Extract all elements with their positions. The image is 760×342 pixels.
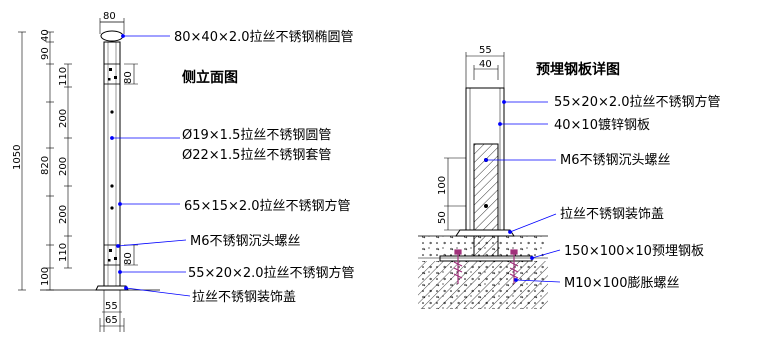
base-cover (95, 285, 129, 291)
callout-flat-tube: 65×15×2.0拉丝不锈钢方管 (184, 198, 351, 214)
callout-cover-left: 拉丝不锈钢装饰盖 (192, 290, 296, 305)
dim-label-55: 55 (105, 301, 118, 312)
dim-chain-inner (46, 31, 54, 291)
dim-bottom-widths (99, 290, 125, 332)
dim-right-100: 100 (437, 176, 448, 195)
dim-label-110-bottom: 110 (58, 243, 69, 262)
right-view-title: 预埋钢板详图 (536, 61, 620, 78)
right-detail-view: 55 40 预埋钢板详图 100 50 (418, 45, 721, 309)
dim-label-200-b: 200 (58, 157, 69, 176)
expansion-bolts (453, 249, 519, 284)
dim-label-65: 65 (105, 315, 118, 326)
left-elevation-view: 80 80 (12, 11, 355, 332)
dim-bracket-top: 80 (123, 63, 138, 85)
dim-label-820: 820 (40, 156, 51, 175)
dim-label-80-top: 80 (103, 11, 116, 22)
dim-label-80-bracket-bottom: 80 (123, 252, 134, 265)
top-bracket (103, 63, 121, 85)
dim-label-1050: 1050 (12, 145, 23, 170)
callout-galv-plate: 40×10镀锌钢板 (554, 117, 650, 133)
dim-chain-mid (64, 63, 72, 269)
callout-embed-plate: 150×100×10预埋钢板 (564, 244, 704, 259)
dim-right-50: 50 (437, 211, 448, 224)
dim-right-55: 55 (479, 45, 492, 56)
embedded-plate (439, 255, 533, 262)
callout-cover-right: 拉丝不锈钢装饰盖 (560, 207, 664, 222)
dim-label-100: 100 (40, 267, 51, 286)
dim-right-40: 40 (479, 59, 492, 70)
dim-label-40: 40 (40, 29, 51, 42)
callout-expansion-bolt: M10×100膨胀螺丝 (564, 276, 679, 291)
dim-bracket-bottom: 80 (123, 244, 138, 266)
dim-label-200-c: 200 (58, 205, 69, 224)
left-leaders (110, 34, 191, 297)
right-leaders (484, 100, 561, 283)
callout-square-tube-right: 55×20×2.0拉丝不锈钢方管 (554, 94, 721, 110)
dim-label-110-top: 110 (58, 67, 69, 86)
callout-screw-left: M6不锈钢沉头螺丝 (190, 234, 301, 249)
callout-screw-right: M6不锈钢沉头螺丝 (560, 153, 671, 168)
dim-label-90: 90 (40, 47, 51, 60)
callout-handrail: 80×40×2.0拉丝不锈钢椭圆管 (174, 29, 354, 45)
callout-round-tube: Ø19×1.5拉丝不锈钢圆管 (182, 128, 331, 143)
dim-top-width: 80 (99, 11, 125, 34)
floor-finish-layer (418, 236, 548, 258)
dim-chain-outer (18, 31, 26, 291)
dim-label-80-bracket-top: 80 (123, 71, 134, 84)
callout-sleeve-tube: Ø22×1.5拉丝不锈钢套管 (182, 147, 331, 163)
callout-square-tube-left: 55×20×2.0拉丝不锈钢方管 (188, 265, 355, 281)
left-view-title: 侧立面图 (182, 69, 238, 86)
right-cover (455, 229, 515, 237)
bottom-bracket (103, 244, 121, 266)
handrail-ellipse (100, 30, 124, 42)
dim-label-200-a: 200 (58, 109, 69, 128)
